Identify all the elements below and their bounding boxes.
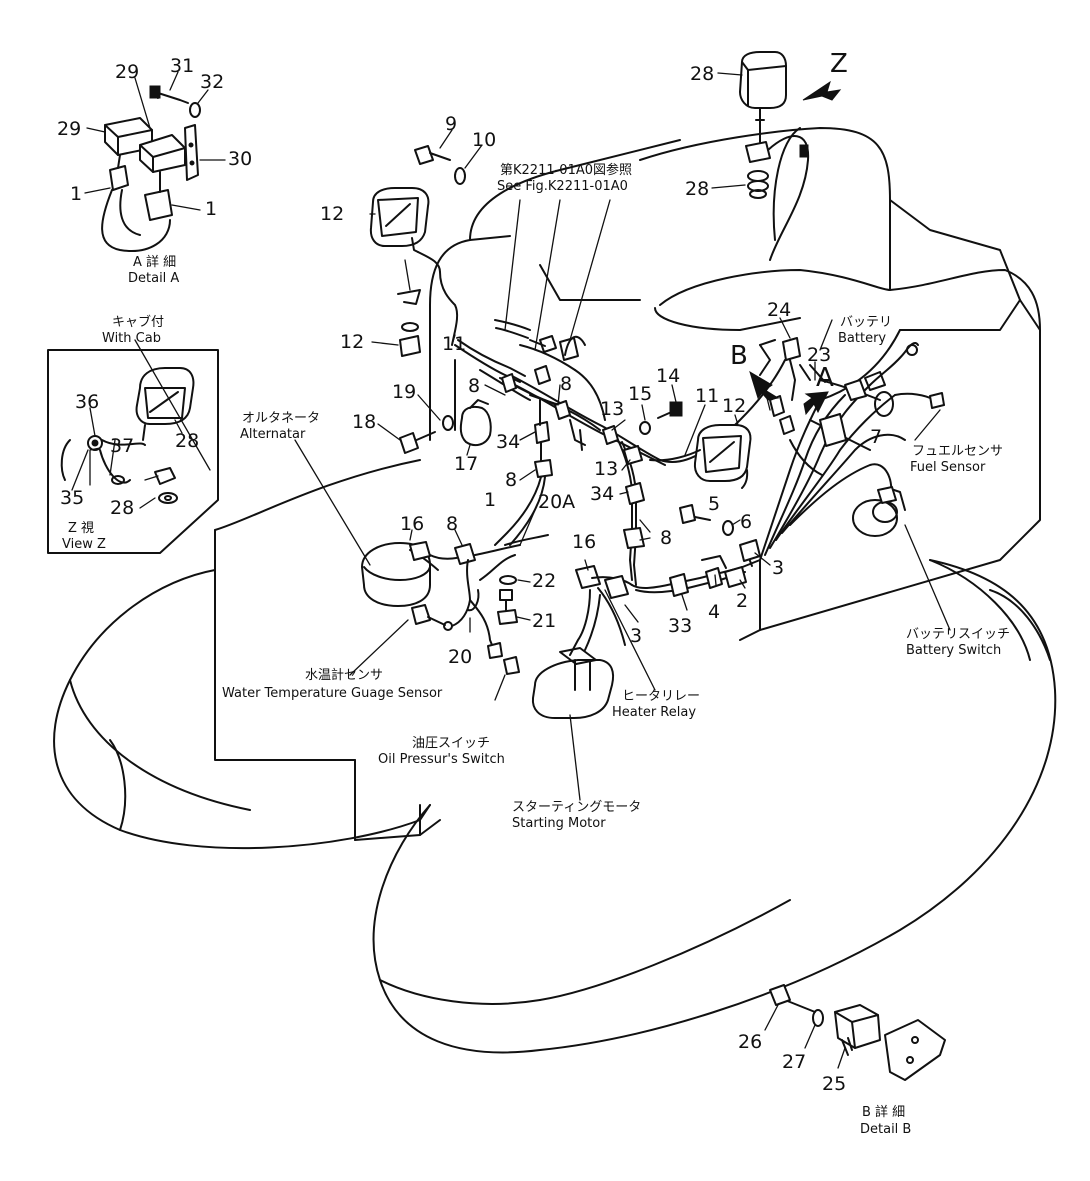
callout-12b: 12 bbox=[340, 331, 364, 353]
callout-18: 18 bbox=[352, 411, 376, 433]
callout-22: 22 bbox=[532, 570, 556, 592]
callout-29a: 29 bbox=[57, 118, 81, 140]
callout-21: 21 bbox=[532, 610, 556, 632]
heater-relay-label: Heater Relay bbox=[612, 705, 696, 720]
callout-8e: 8 bbox=[660, 527, 672, 549]
callout-25: 25 bbox=[822, 1073, 846, 1095]
callout-29b: 29 bbox=[115, 61, 139, 83]
callout-8d: 8 bbox=[446, 513, 458, 535]
callout-37: 37 bbox=[110, 435, 134, 457]
callout-26: 26 bbox=[738, 1031, 762, 1053]
callout-14: 14 bbox=[656, 365, 680, 387]
view-z-jp-label: Z 視 bbox=[68, 521, 94, 536]
see-fig-label: See Fig.K2211-01A0 bbox=[497, 179, 628, 194]
harness-main bbox=[294, 129, 951, 801]
callout-23: 23 bbox=[807, 344, 831, 366]
callout-34a: 34 bbox=[496, 431, 520, 453]
callout-28c: 28 bbox=[175, 430, 199, 452]
fuel-sensor-jp-label: フュエルセンサ bbox=[912, 444, 1003, 459]
callout-Z: Z bbox=[830, 49, 848, 79]
detail-b-label: Detail B bbox=[860, 1122, 911, 1137]
callout-16a: 16 bbox=[400, 513, 424, 535]
callout-20: 20 bbox=[448, 646, 472, 668]
callout-30: 30 bbox=[228, 148, 252, 170]
starting-motor-jp-label: スターティングモータ bbox=[512, 800, 641, 815]
lamp-28-top bbox=[711, 51, 842, 261]
callout-17: 17 bbox=[454, 453, 478, 475]
see-fig-jp-label: 第K2211-01A0図参照 bbox=[500, 162, 632, 178]
alternator-label: Alternatar bbox=[240, 427, 306, 442]
callout-33: 33 bbox=[668, 615, 692, 637]
water-temp-jp-label: 水温計センサ bbox=[305, 667, 383, 683]
callout-8c: 8 bbox=[505, 469, 517, 491]
callout-A: A bbox=[816, 363, 834, 393]
battery-switch-label: Battery Switch bbox=[906, 643, 1001, 658]
callout-28a: 28 bbox=[690, 63, 714, 85]
battery-switch-jp-label: バッテリスイッチ bbox=[906, 627, 1010, 642]
callout-15: 15 bbox=[628, 383, 652, 405]
callout-16b: 16 bbox=[572, 531, 596, 553]
callout-10: 10 bbox=[472, 129, 496, 151]
callout-24: 24 bbox=[767, 299, 791, 321]
water-temp-label: Water Temperature Guage Sensor bbox=[222, 686, 443, 701]
callout-20A: 20A bbox=[538, 491, 575, 513]
callout-8a: 8 bbox=[468, 375, 480, 397]
callout-1a: 1 bbox=[70, 183, 82, 205]
component-labels: A 詳 細 Detail A キャブ付 With Cab Z 視 View Z … bbox=[62, 162, 1010, 1137]
oil-pressure-label: Oil Pressur's Switch bbox=[378, 752, 505, 767]
callout-28b: 28 bbox=[685, 178, 709, 200]
callout-numbers: 29 31 32 29 30 1 1 9 10 12 12 11 28 28 Z… bbox=[57, 49, 882, 1095]
callout-1b: 1 bbox=[205, 198, 217, 220]
callout-11a: 11 bbox=[442, 333, 466, 355]
callout-2: 2 bbox=[736, 590, 748, 612]
callout-36: 36 bbox=[75, 391, 99, 413]
callout-34b: 34 bbox=[590, 483, 614, 505]
callout-13b: 13 bbox=[594, 458, 618, 480]
detail-a-group bbox=[84, 71, 226, 252]
callout-11b: 11 bbox=[695, 385, 719, 407]
callout-5: 5 bbox=[708, 493, 720, 515]
detail-b-jp-label: B 詳 細 bbox=[862, 1104, 905, 1120]
view-z-label: View Z bbox=[62, 537, 106, 552]
alternator-jp-label: オルタネータ bbox=[242, 411, 320, 426]
callout-1c: 1 bbox=[484, 489, 496, 511]
callout-31: 31 bbox=[170, 55, 194, 77]
callout-6: 6 bbox=[740, 511, 752, 533]
view-z-box bbox=[47, 339, 219, 554]
callout-7: 7 bbox=[870, 426, 882, 448]
heater-relay-jp-label: ヒータリレー bbox=[622, 689, 700, 704]
callout-12c: 12 bbox=[722, 395, 746, 417]
callout-27: 27 bbox=[782, 1051, 806, 1073]
machine-body bbox=[53, 127, 1057, 1054]
callout-B: B bbox=[730, 341, 748, 371]
detail-a-label: Detail A bbox=[128, 271, 179, 286]
with-cab-jp-label: キャブ付 bbox=[112, 314, 164, 330]
detail-b-group bbox=[764, 984, 946, 1081]
battery-label: Battery bbox=[838, 331, 886, 346]
callout-9: 9 bbox=[445, 113, 457, 135]
with-cab-label: With Cab bbox=[102, 331, 161, 346]
callout-13a: 13 bbox=[600, 398, 624, 420]
callout-8b: 8 bbox=[560, 373, 572, 395]
fuel-sensor-label: Fuel Sensor bbox=[910, 460, 986, 475]
callout-3b: 3 bbox=[630, 625, 642, 647]
callout-12a: 12 bbox=[320, 203, 344, 225]
oil-pressure-jp-label: 油圧スイッチ bbox=[412, 736, 490, 751]
callout-4: 4 bbox=[708, 601, 720, 623]
callout-19: 19 bbox=[392, 381, 416, 403]
detail-a-jp-label: A 詳 細 bbox=[133, 254, 176, 270]
starting-motor-label: Starting Motor bbox=[512, 816, 606, 831]
battery-jp-label: バッテリ bbox=[840, 315, 892, 330]
callout-28d: 28 bbox=[110, 497, 134, 519]
callout-3a: 3 bbox=[772, 557, 784, 579]
callout-35: 35 bbox=[60, 487, 84, 509]
callout-32: 32 bbox=[200, 71, 224, 93]
